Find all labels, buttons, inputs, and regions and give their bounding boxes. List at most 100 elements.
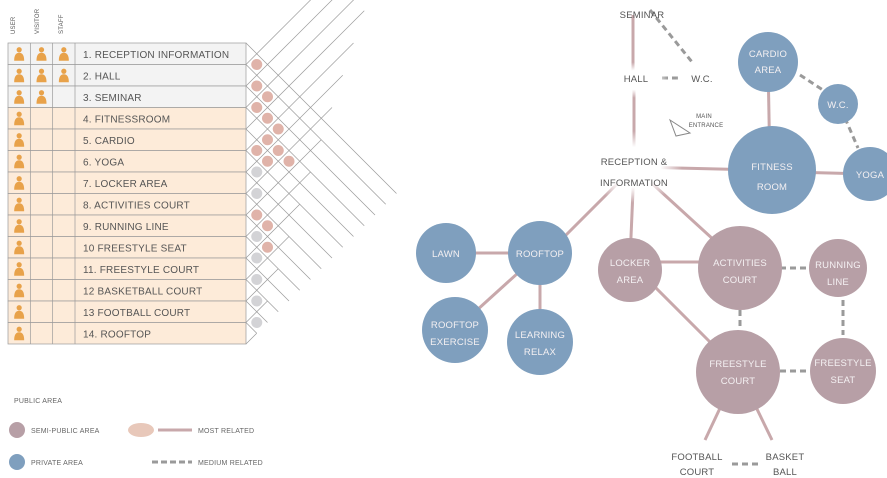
relationship-dot: [251, 80, 263, 92]
row-label: 8. ACTIVITIES COURT: [83, 200, 190, 211]
relationship-dot: [262, 220, 273, 232]
matrix-row: 14. ROOFTOP: [7, 322, 247, 345]
medium-related-links: [648, 9, 860, 466]
header-staff: STAFF: [59, 14, 65, 34]
label-locker-1: LOCKER: [610, 258, 650, 269]
label-hall: HALL: [624, 74, 649, 85]
matrix-row: 2. HALL: [7, 64, 247, 87]
bubble-rooftop: [508, 221, 572, 285]
relationship-dot: [251, 274, 263, 285]
matrix-row: 12 BASKETBALL COURT: [7, 279, 247, 302]
label-freeseat-1: FREESTYLE: [814, 358, 871, 369]
person-icon: [36, 47, 47, 61]
person-icon: [14, 326, 25, 341]
matrix-row: 8. ACTIVITIES COURT: [7, 193, 247, 216]
relationship-dot: [283, 155, 295, 167]
bubble-cardio: [738, 32, 798, 92]
relationship-dot: [251, 59, 263, 70]
legend-public-label: PUBLIC AREA: [14, 398, 62, 405]
label-basket-1: BASKET: [766, 452, 805, 463]
person-icon: [58, 68, 69, 83]
row-label: 4. FITNESSROOM: [83, 114, 170, 125]
relationship-dot: [262, 134, 273, 146]
relationship-dot: [262, 155, 273, 167]
relationship-dot: [272, 123, 284, 135]
bubble-labels: SEMINAR HALL W.C. MAIN ENTRANCE RECEPTIO…: [430, 10, 884, 478]
relationship-dot: [251, 252, 263, 264]
matrix-row: 5. CARDIO: [7, 128, 247, 151]
label-seminar: SEMINAR: [620, 10, 665, 21]
person-icon: [36, 68, 47, 83]
label-locker-2: AREA: [617, 275, 644, 286]
person-icon: [14, 283, 25, 298]
label-activities-1: ACTIVITIES: [713, 258, 767, 269]
link-seminar-wc: [648, 9, 694, 63]
label-cardio-2: AREA: [755, 65, 782, 76]
bubble-freeseat: [810, 338, 876, 404]
matrix-row: 10 FREESTYLE SEAT: [7, 236, 247, 259]
row-label: 7. LOCKER AREA: [83, 179, 168, 190]
legend-most-swatch: [128, 423, 154, 437]
relationship-grid: [245, 0, 397, 345]
glow-hall: [608, 62, 668, 98]
label-running-2: LINE: [827, 277, 849, 288]
label-main-entrance-1: MAIN: [696, 114, 712, 120]
header-user: USER: [11, 16, 17, 34]
label-activities-2: COURT: [723, 275, 758, 286]
main-entrance-arrow: [668, 118, 692, 137]
row-background: [7, 322, 247, 345]
legend-medium-label: MEDIUM RELATED: [198, 460, 263, 467]
label-freeseat-2: SEAT: [831, 375, 856, 386]
person-icon: [14, 133, 25, 147]
bubble-activities: [698, 226, 782, 310]
row-label: 2. HALL: [83, 71, 121, 82]
label-yoga: YOGA: [856, 170, 885, 181]
matrix-row: 11. FREESTYLE COURT: [7, 257, 247, 280]
label-main-entrance-2: ENTRANCE: [689, 123, 724, 129]
person-icon: [14, 197, 25, 212]
label-rooftop-exercise-1: ROOFTOP: [431, 320, 479, 331]
bubble-rooftop-exercise: [422, 297, 488, 363]
label-football-1: FOOTBALL: [671, 452, 722, 463]
label-football-2: COURT: [680, 467, 715, 478]
semi-public-bubbles: [598, 226, 876, 414]
label-basket-2: BALL: [773, 467, 797, 478]
matrix-row: 13 FOOTBALL COURT: [7, 300, 247, 323]
private-bubbles: [416, 32, 887, 375]
matrix-row: 4. FITNESSROOM: [7, 107, 247, 130]
bubble-running: [809, 239, 867, 297]
matrix-row: 7. LOCKER AREA: [7, 171, 247, 194]
link-wc-yoga: [843, 117, 860, 149]
person-icon: [14, 176, 25, 190]
person-icon: [14, 47, 25, 61]
legend-semi-swatch: [9, 422, 25, 438]
bubble-wc-right: [818, 84, 858, 124]
bubble-locker: [598, 238, 662, 302]
matrix-header: USER VISITOR STAFF: [11, 8, 65, 34]
row-label: 1. RECEPTION INFORMATION: [83, 50, 229, 61]
person-icon: [14, 68, 25, 83]
row-label: 14. ROOFTOP: [83, 329, 151, 340]
label-wc-right: W.C.: [827, 100, 848, 111]
row-label: 12 BASKETBALL COURT: [83, 286, 202, 297]
label-learning-1: LEARNING: [515, 330, 565, 341]
bubble-freecourt: [696, 330, 780, 414]
person-icon: [14, 240, 25, 255]
relationship-dot: [251, 209, 263, 221]
relationship-dot: [262, 91, 273, 103]
relationship-dot: [251, 188, 263, 199]
label-running-1: RUNNING: [815, 260, 861, 271]
glow-reception: [586, 131, 682, 203]
label-freecourt-2: COURT: [721, 376, 756, 387]
glow-wc-top: [676, 62, 724, 98]
legend-semi-label: SEMI-PUBLIC AREA: [31, 428, 100, 435]
label-fitness-2: ROOM: [757, 182, 787, 193]
bubble-yoga: [843, 147, 887, 201]
bubble-diagram: SEMINAR HALL W.C. MAIN ENTRANCE RECEPTIO…: [416, 9, 887, 478]
label-reception-1: RECEPTION &: [601, 157, 668, 168]
bubble-learning: [507, 309, 573, 375]
label-learning-2: RELAX: [524, 347, 557, 358]
public-area-glows: [586, 62, 724, 203]
matrix-row: 9. RUNNING LINE: [7, 214, 247, 237]
